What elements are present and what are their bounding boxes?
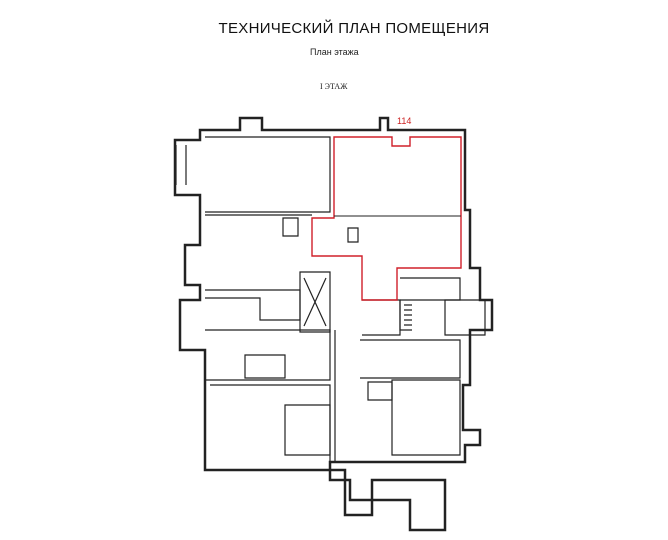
outer-walls (173, 116, 494, 532)
page-subtitle: План этажа (310, 47, 359, 57)
room-114-outline (311, 136, 462, 301)
floor-label: I ЭТАЖ (320, 82, 348, 91)
inner-walls (175, 136, 486, 462)
room-number-label: 114 (397, 116, 412, 126)
page-title: ТЕХНИЧЕСКИЙ ПЛАН ПОМЕЩЕНИЯ (218, 20, 490, 37)
